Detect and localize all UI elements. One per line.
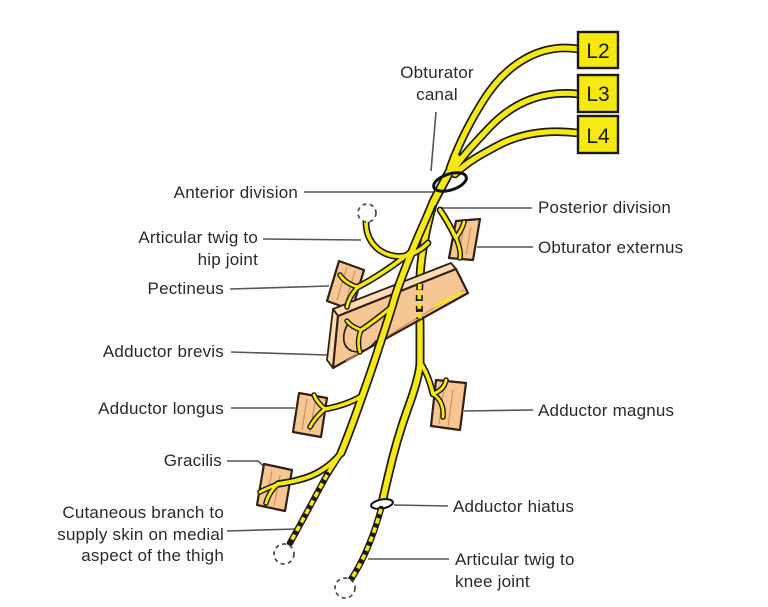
label-anterior-division: Anterior division [173, 183, 298, 202]
root-box-l4 [576, 114, 620, 155]
muscle-adductor-magnus [429, 378, 468, 432]
nerve-root-boxes: L2 L3 L4 [576, 30, 620, 155]
nerve-branch-pectineus [356, 249, 414, 289]
nerve-branch-obturator-externus [438, 208, 458, 240]
cut-end-marker-cutaneous [273, 543, 295, 565]
label-adductor-magnus: Adductor magnus [538, 401, 675, 420]
leader-obturator-canal [430, 111, 437, 172]
label-posterior-division: Posterior division [538, 198, 672, 217]
label-cutaneous-branch: Cutaneous branch to supply skin on media… [57, 503, 224, 565]
label-gracilis: Gracilis [163, 451, 222, 470]
label-articular-twig-knee: Articular twig to knee joint [455, 550, 575, 591]
nerve-root-l3 [449, 90, 581, 175]
root-label-l4: L4 [586, 125, 610, 148]
label-articular-twig-hip: Articular twig to hip joint [138, 228, 258, 269]
nerve-branch-adductor-longus [323, 394, 364, 411]
leader-articular-twig-hip [262, 238, 362, 241]
nerve-articular-twig-hip [364, 220, 430, 259]
leader-adductor-magnus [463, 409, 534, 412]
nerve-branch-gracilis [276, 451, 343, 486]
label-adductor-hiatus: Adductor hiatus [453, 497, 575, 516]
nerve-articular-twig-knee [343, 505, 385, 589]
leader-adductor-hiatus [393, 504, 449, 507]
root-label-l3: L3 [586, 83, 609, 106]
leader-cutaneous-branch [226, 528, 296, 532]
nerve-root-l4 [452, 129, 581, 177]
leader-lines [226, 111, 534, 560]
label-obturator-canal: Obturator canal [400, 63, 474, 104]
cut-end-marker-knee-twig [334, 577, 356, 599]
cut-end-marker-hip-twig [357, 203, 377, 223]
nerve-cores [258, 45, 581, 505]
nerve-root-l2 [447, 45, 581, 171]
nerve-branch-adductor-brevis [359, 304, 395, 332]
root-box-l3 [576, 73, 620, 114]
obturator-canal-ring [432, 171, 468, 193]
nerve-trunk [429, 154, 461, 207]
nerve-posterior-behind-brevis [415, 283, 424, 320]
nerve-cutaneous-branch [286, 471, 331, 547]
muscle-obturator-externus [447, 217, 482, 262]
label-pectineus: Pectineus [147, 279, 224, 298]
label-adductor-longus: Adductor longus [98, 399, 224, 418]
label-adductor-brevis: Adductor brevis [102, 342, 224, 361]
root-box-l2 [576, 30, 620, 70]
label-obturator-externus: Obturator externus [538, 238, 684, 257]
root-label-l2: L2 [586, 40, 609, 63]
leader-adductor-brevis [230, 351, 329, 356]
leader-pectineus [229, 285, 330, 290]
